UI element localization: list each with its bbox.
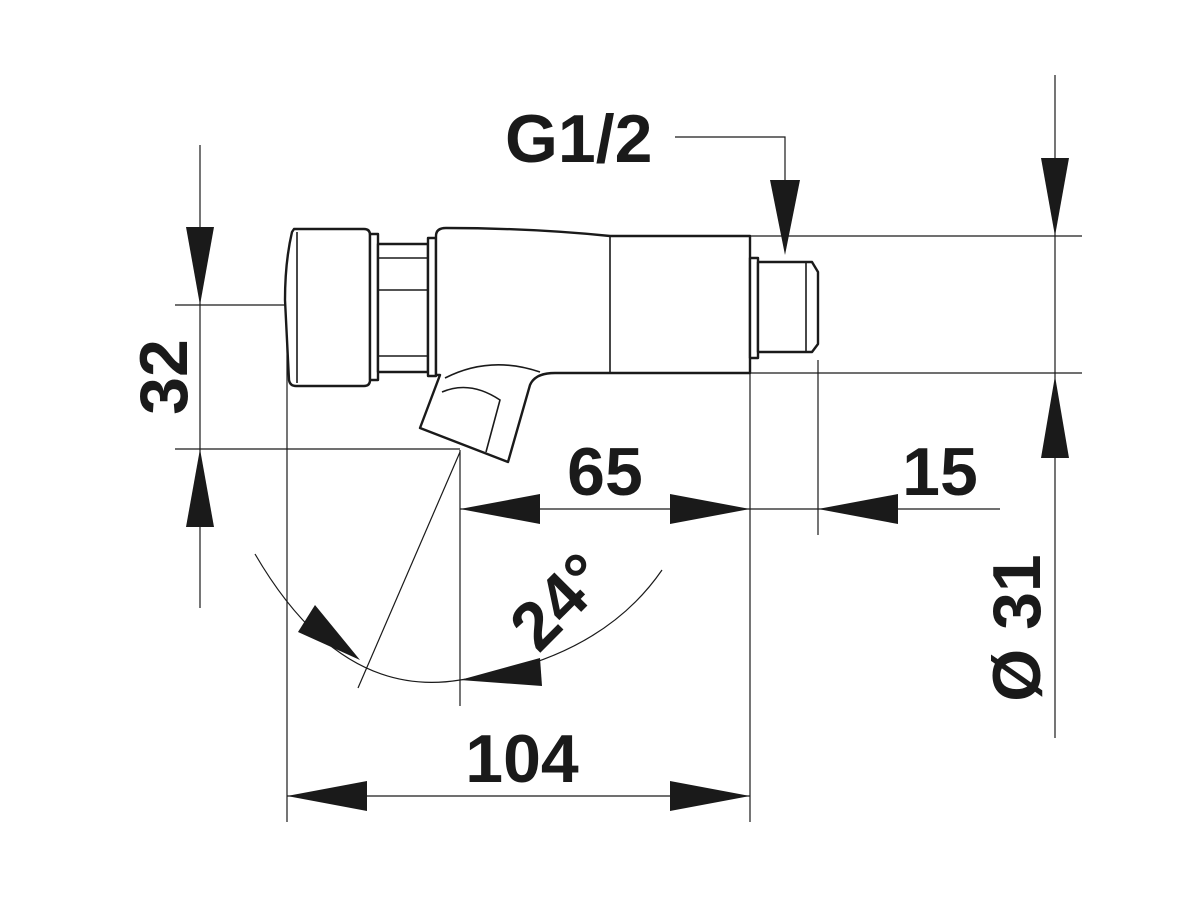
height-dimension-label: 32 [126,339,202,415]
dimension-arrows [186,158,1069,811]
diameter-dimension-label: Ø 31 [979,554,1055,701]
total-length-dimension-label: 104 [465,721,579,797]
thread-size-label: G1/2 [505,101,652,177]
tap-outline [283,226,820,464]
angle-dimension-label: 24° [496,539,622,665]
thread-length-dimension-label: 15 [902,434,978,510]
body-length-dimension-label: 65 [567,434,643,510]
